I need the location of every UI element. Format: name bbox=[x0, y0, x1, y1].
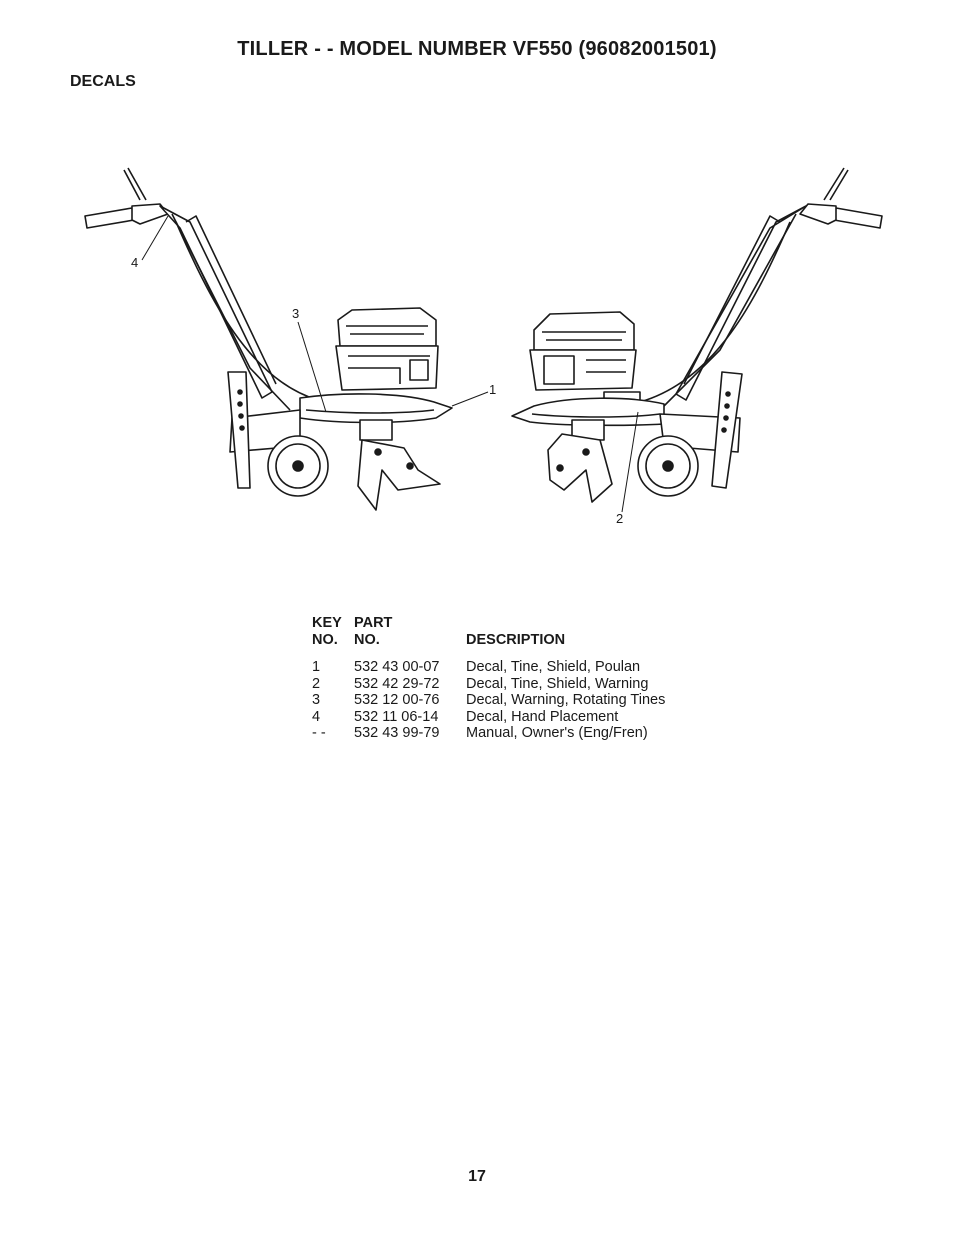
callout-3: 3 bbox=[292, 306, 299, 321]
key-number: 1 bbox=[312, 659, 321, 675]
callout-2: 2 bbox=[616, 511, 623, 526]
part-number: 532 12 00-76 bbox=[354, 692, 440, 708]
key-number: - - bbox=[312, 725, 326, 741]
page-title: TILLER - - MODEL NUMBER VF550 (960820015… bbox=[237, 38, 717, 60]
right-tiller-view bbox=[511, 167, 883, 503]
header-part-top: PART bbox=[354, 615, 393, 631]
part-description: Manual, Owner's (Eng/Fren) bbox=[466, 725, 648, 741]
key-number: 2 bbox=[312, 675, 321, 692]
left-tiller-view bbox=[84, 167, 453, 511]
header-key-top: KEY bbox=[312, 615, 342, 631]
table-row: 3 532 12 00-76 Decal, Warning, Rotating … bbox=[312, 692, 696, 709]
tiller-decal-diagram: 4 3 1 2 bbox=[84, 167, 883, 526]
table-header-row-top: KEY PART bbox=[312, 615, 696, 632]
header-description: DESCRIPTION bbox=[466, 631, 566, 648]
key-number: 4 bbox=[312, 708, 321, 725]
part-number: 532 43 00-07 bbox=[354, 659, 440, 675]
parts-table: KEY PART NO. NO. DESCRIPTION 1 532 43 00… bbox=[312, 615, 696, 742]
table-header-row-bottom: NO. NO. DESCRIPTION bbox=[312, 632, 696, 649]
header-key-bottom: NO. bbox=[312, 631, 338, 648]
section-heading: DECALS bbox=[70, 73, 136, 90]
parts-list: KEY PART NO. NO. DESCRIPTION 1 532 43 00… bbox=[312, 615, 696, 742]
table-row: - - 532 43 99-79 Manual, Owner's (Eng/Fr… bbox=[312, 725, 696, 742]
callout-1: 1 bbox=[489, 382, 496, 397]
part-description: Decal, Tine, Shield, Poulan bbox=[466, 659, 641, 675]
part-description: Decal, Tine, Shield, Warning bbox=[466, 675, 649, 692]
part-description: Decal, Hand Placement bbox=[466, 708, 619, 725]
part-number: 532 43 99-79 bbox=[354, 725, 440, 741]
table-row: 4 532 11 06-14 Decal, Hand Placement bbox=[312, 709, 696, 726]
header-part-bottom: NO. bbox=[354, 631, 380, 648]
part-description: Decal, Warning, Rotating Tines bbox=[466, 692, 666, 708]
part-number: 532 11 06-14 bbox=[354, 708, 439, 725]
part-number: 532 42 29-72 bbox=[354, 675, 440, 692]
key-number: 3 bbox=[312, 692, 321, 708]
table-row: 2 532 42 29-72 Decal, Tine, Shield, Warn… bbox=[312, 676, 696, 693]
callout-4: 4 bbox=[131, 255, 138, 270]
page-number: 17 bbox=[468, 1168, 486, 1185]
table-row: 1 532 43 00-07 Decal, Tine, Shield, Poul… bbox=[312, 659, 696, 676]
callout-leaders bbox=[141, 215, 639, 513]
